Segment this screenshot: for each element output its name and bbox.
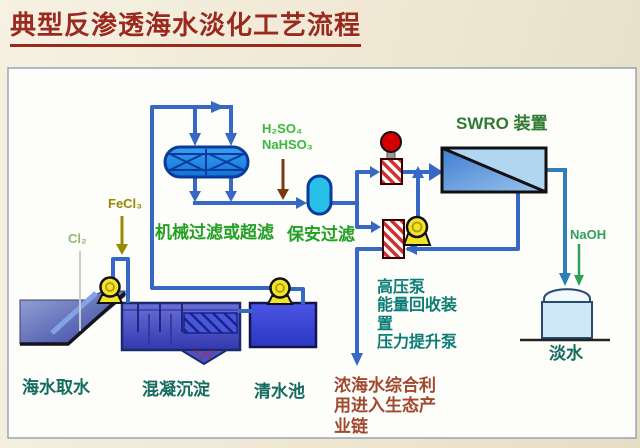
page-title: 典型反渗透海水淡化工艺流程 (10, 5, 362, 47)
label-coagulation: 混凝沉淀 (142, 380, 210, 399)
fresh-water-tank (520, 288, 610, 342)
high-pressure-pump (380, 131, 403, 185)
sludge-hopper (177, 349, 231, 366)
clear-water-tank (248, 301, 318, 349)
intake-suction-pipe (50, 291, 98, 335)
label-mechanical-filter: 机械过滤或超滤 (155, 223, 274, 242)
coagulation-tank (120, 301, 242, 366)
swro-membrane-unit (440, 146, 548, 194)
fecl3-dosing-arrow (116, 216, 128, 255)
clear-water-pump-icon (266, 277, 294, 305)
label-h2so4-nahso3: H₂SO₄ NaHSO₃ (262, 121, 313, 152)
label-cl2: Cl₂ (68, 231, 87, 246)
label-seawater-intake: 海水取水 (22, 378, 90, 397)
label-cartridge-filter: 保安过滤 (287, 225, 355, 244)
naoh-dosing-line (574, 244, 584, 286)
acid-dosing-arrow (277, 159, 289, 200)
label-swro-unit: SWRO 装置 (456, 114, 548, 133)
label-brine-note: 浓海水综合利 用进入生态产 业链 (334, 376, 436, 436)
booster-pump-icon (402, 215, 432, 246)
label-fresh-water: 淡水 (549, 344, 583, 363)
label-pump-block: 高压泵 能量回收装 置 压力提升泵 (377, 279, 458, 352)
energy-recovery-device (382, 219, 405, 259)
seawater-intake-tank (19, 290, 127, 346)
motor-icon (380, 131, 402, 153)
cartridge-filter-vessel (306, 174, 333, 216)
label-naoh: NaOH (570, 227, 607, 242)
label-clear-water: 清水池 (254, 382, 305, 401)
label-fecl3: FeCl₃ (108, 196, 143, 211)
mechanical-filter-vessel (163, 145, 250, 179)
permeate-pipe (546, 168, 571, 286)
diagram-panel (7, 67, 637, 439)
intake-pump-icon (96, 276, 124, 304)
lamella-settler (183, 312, 238, 334)
